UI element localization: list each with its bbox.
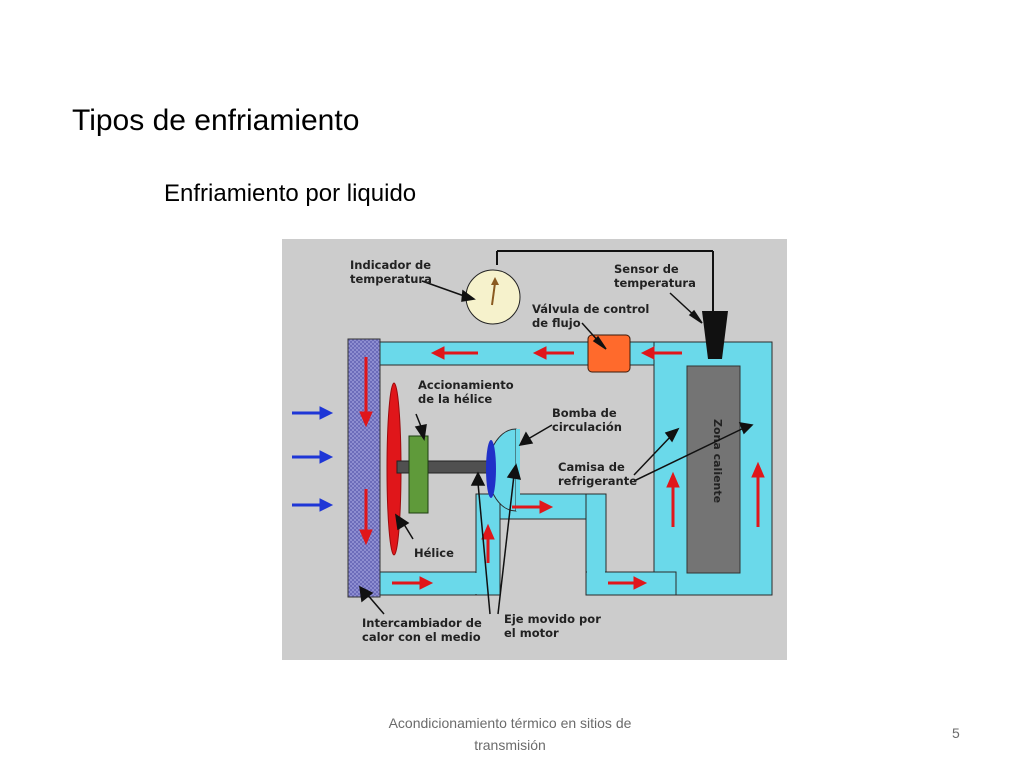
air-flow-arrows — [292, 406, 334, 512]
leader-lines — [359, 280, 754, 615]
heat-exchanger — [347, 338, 381, 598]
pump-impeller — [486, 440, 496, 498]
hot-zone-block — [686, 365, 741, 574]
label-camisa-1: Camisa de — [558, 460, 625, 474]
fan-drive-block — [408, 435, 429, 514]
label-eje-1: Eje movido por — [504, 612, 601, 626]
label-sensor-2: temperatura — [614, 276, 696, 290]
label-eje-2: el motor — [504, 626, 559, 640]
label-accionamiento-2: de la hélice — [418, 392, 492, 406]
label-bomba-2: circulación — [552, 420, 622, 434]
label-accionamiento-1: Accionamiento — [418, 378, 514, 392]
label-camisa-2: refrigerante — [558, 474, 637, 488]
label-indicador-1: Indicador de — [350, 258, 431, 272]
footer-line-1: Acondicionamiento térmico en sitios de — [388, 715, 632, 731]
slide-footer: Acondicionamiento térmico en sitios de t… — [360, 712, 660, 756]
slide-title: Tipos de enfriamiento — [72, 104, 360, 137]
label-valvula-1: Válvula de control — [532, 302, 649, 316]
label-sensor-1: Sensor de — [614, 262, 679, 276]
label-intercambiador-1: Intercambiador de — [362, 616, 482, 630]
gauge-needle — [491, 277, 499, 306]
label-intercambiador-2: calor con el medio — [362, 630, 481, 644]
label-indicador-2: temperatura — [350, 272, 432, 286]
label-valvula-2: de flujo — [532, 316, 581, 330]
temperature-sensor — [702, 311, 728, 359]
coolant-flow-arrows — [359, 346, 765, 590]
slide-subtitle: Enfriamiento por liquido — [164, 180, 417, 207]
hot-zone-label: Zona caliente — [711, 419, 724, 503]
cooling-diagram: Zona caliente — [282, 239, 787, 660]
label-bomba-1: Bomba de — [552, 406, 617, 420]
page-number: 5 — [952, 725, 960, 741]
footer-line-2: transmisión — [474, 737, 546, 753]
diagram-labels: Indicador de temperatura Sensor de tempe… — [350, 258, 696, 644]
label-helice: Hélice — [414, 546, 454, 560]
